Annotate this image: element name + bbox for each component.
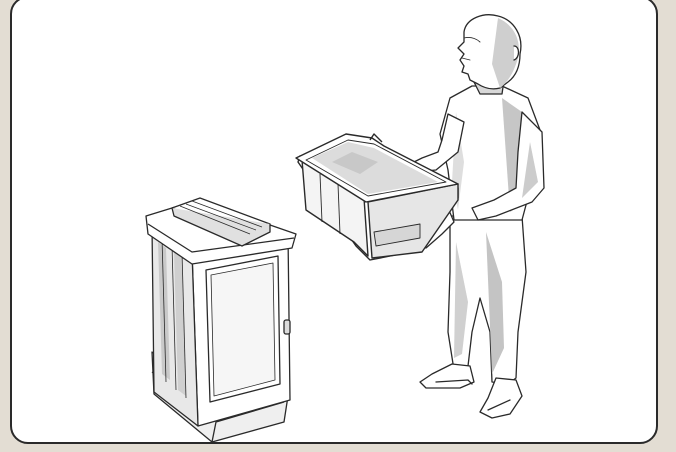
person-shoe-right xyxy=(480,378,522,418)
cabinet xyxy=(146,198,296,442)
cabinet-latch xyxy=(284,320,290,334)
person-shoe-left xyxy=(420,364,474,388)
installation-illustration xyxy=(12,0,658,444)
illustration-panel xyxy=(10,0,658,444)
